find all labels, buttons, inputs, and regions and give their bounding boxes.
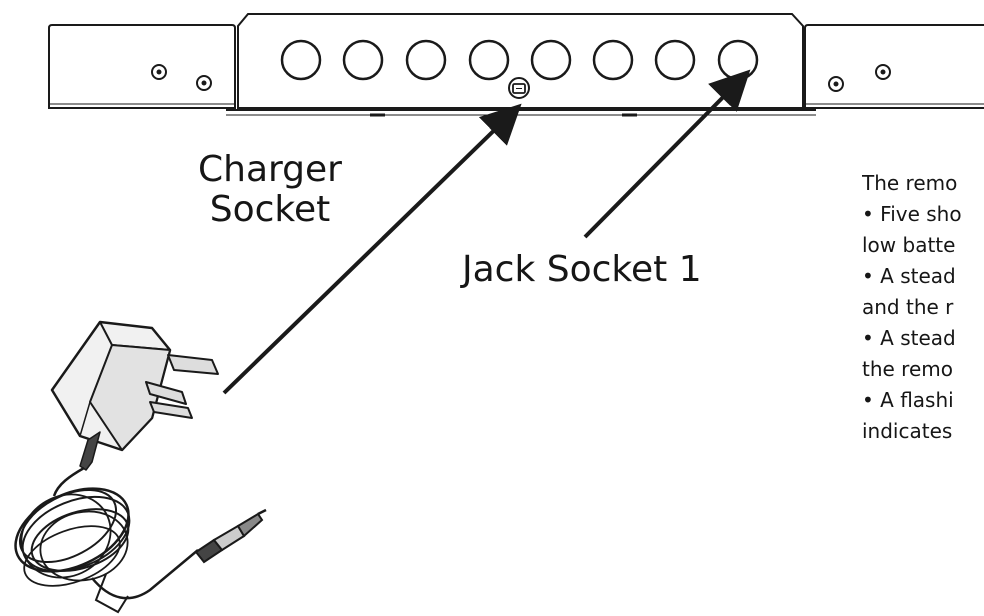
screw-icon [828,76,844,92]
instruction-line: The remo [862,171,958,195]
jack-socket-6 [592,39,634,81]
charger-socket-label: Charger Socket [190,150,350,229]
cable-coil-icon [14,466,199,614]
jack-socket-3 [405,39,447,81]
jack-socket-8 [717,39,759,81]
instruction-line: • Five sho [862,202,962,226]
instruction-line: • A stead [862,326,956,350]
instruction-line: the remo [862,357,953,381]
charger-socket [508,77,530,99]
charger-label-line1: Charger [198,149,342,190]
instruction-line: • A stead [862,264,956,288]
screw-icon [196,75,212,91]
barrel-plug-icon [194,508,267,564]
instruction-line: low batte [862,233,956,257]
jack-socket-7 [654,39,696,81]
jack-socket-5 [530,39,572,81]
screw-icon [875,64,891,80]
charger-label-line2: Socket [209,188,331,230]
plug-adapter-icon [50,320,219,471]
jack-socket-label: Jack Socket 1 [462,249,702,290]
instruction-line: and the r [862,295,954,319]
instruction-line: • A flashi [862,388,954,412]
jack-socket-2 [342,39,384,81]
instruction-line: indicates [862,419,953,443]
screw-icon [151,64,167,80]
right-end-cap [804,24,984,109]
charger-arrow [222,103,522,395]
jack-socket-4 [468,39,510,81]
jack-arrow [583,69,751,239]
jack-socket-1 [280,39,322,81]
left-end-cap [48,24,236,109]
instructions-text: The remo • Five sho low batte • A stead … [862,168,984,447]
